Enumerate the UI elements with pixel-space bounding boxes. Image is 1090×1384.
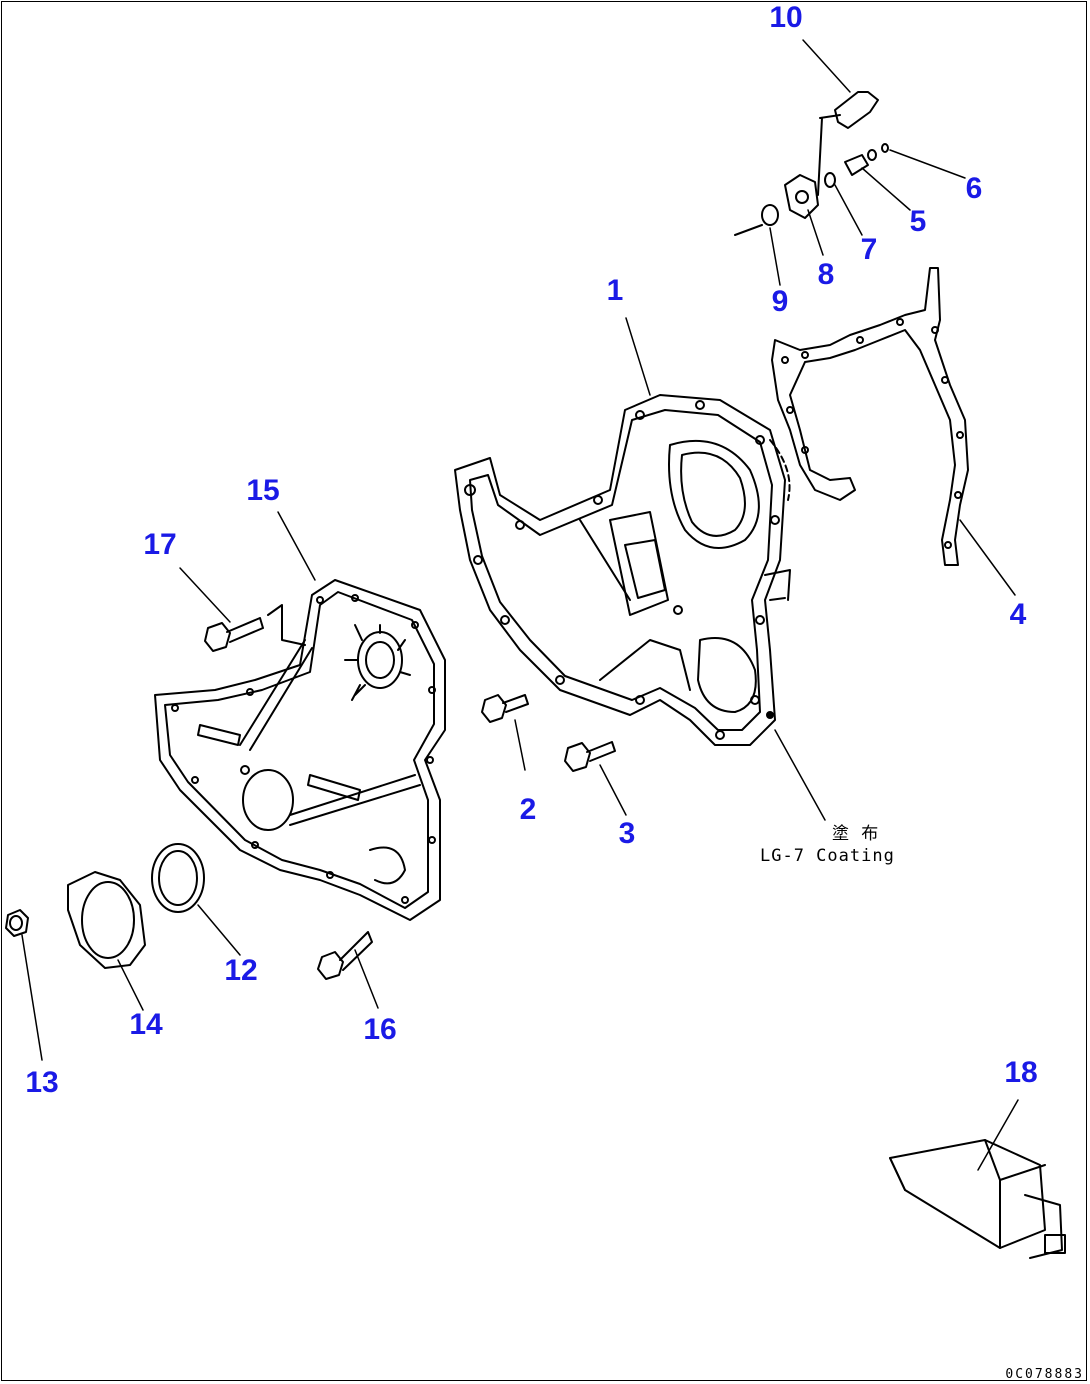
- callout-6: 6: [965, 172, 983, 205]
- callout-18: 18: [1004, 1056, 1038, 1089]
- callout-16: 16: [363, 1013, 397, 1046]
- callout-2: 2: [519, 793, 537, 826]
- callout-4: 4: [1009, 598, 1027, 631]
- part-10-bolt: [817, 91, 879, 196]
- leader-lines: [21, 39, 1019, 1171]
- part-9-ring: [734, 204, 779, 236]
- part-14-seal-cover: [67, 871, 146, 969]
- part-8-flange: [784, 174, 819, 219]
- part-7-o-ring: [824, 172, 836, 188]
- part-6-ring: [881, 143, 889, 153]
- drawing-number: 0C078883: [1005, 1367, 1084, 1382]
- part-5-plug: [844, 149, 877, 176]
- callout-5: 5: [909, 205, 927, 238]
- callout-15: 15: [246, 474, 280, 507]
- part-16-bolt: [317, 931, 373, 980]
- part-2-bolt: [481, 694, 529, 723]
- callout-12: 12: [224, 954, 258, 987]
- callout-1: 1: [606, 274, 624, 307]
- coating-note-en: LG-7 Coating: [760, 846, 895, 866]
- part-1-gear-case: [454, 394, 791, 746]
- part-4-gasket: [771, 267, 969, 566]
- part-17-bolt: [204, 604, 306, 652]
- part-3-bolt: [564, 741, 616, 772]
- part-13-nut: [5, 909, 29, 937]
- callout-13: 13: [25, 1066, 59, 1099]
- callout-8: 8: [817, 258, 835, 291]
- part-18-tool: [889, 1139, 1066, 1259]
- callout-9: 9: [771, 285, 789, 318]
- part-15-front-cover: [154, 579, 446, 921]
- callout-3: 3: [618, 817, 636, 850]
- part-12-seal: [151, 843, 205, 913]
- coating-note-jp: 塗 布: [832, 824, 880, 844]
- callout-17: 17: [143, 528, 177, 561]
- callout-7: 7: [860, 233, 878, 266]
- callout-10: 10: [769, 1, 803, 34]
- callout-14: 14: [129, 1008, 163, 1041]
